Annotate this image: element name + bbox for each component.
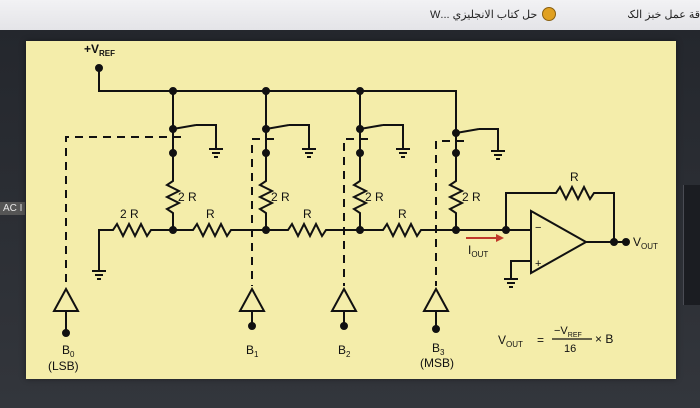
svg-text:=: =	[537, 333, 544, 347]
resistor-2r-b3	[447, 153, 465, 230]
opamp-minus: −	[535, 222, 541, 234]
input-note-b0: (LSB)	[48, 359, 79, 373]
switch-ground-icons	[209, 148, 505, 160]
buffer-b3	[422, 286, 450, 312]
opamp-plus: +	[535, 258, 541, 270]
label-r-1: R	[206, 207, 215, 221]
feedback-resistor	[505, 184, 615, 242]
bookmark-label: حل كتاب الانجليزي ...W	[430, 8, 538, 21]
label-r-3: R	[398, 207, 407, 221]
noninverting-ground-icon	[504, 278, 518, 288]
supply-rail	[98, 68, 457, 133]
svg-text:VOUT: VOUT	[498, 333, 523, 349]
browser-bookmarks-bar: حل كتاب الانجليزي ...W قة عمل خبز الكي..…	[0, 0, 700, 31]
supply-label: +VREF	[84, 42, 115, 58]
input-note-b3: (MSB)	[420, 356, 454, 370]
input-buffers	[52, 286, 450, 337]
switch-b2	[356, 124, 404, 157]
resistor-2r-b2	[351, 153, 369, 230]
bookmark-icon	[542, 7, 557, 21]
transfer-formula: VOUT = −VREF 16 × B	[498, 325, 613, 355]
input-label-b0: B0	[62, 343, 75, 359]
diagram-panel	[26, 41, 676, 379]
switch-b3	[452, 128, 499, 157]
bookmark-bread-recipe[interactable]: قة عمل خبز الكي...	[628, 4, 700, 24]
switch-control-lines	[65, 136, 464, 286]
right-edge-strip	[683, 185, 700, 305]
label-r-2: R	[303, 207, 312, 221]
buffer-b2	[330, 286, 358, 312]
input-label-b3: B3	[432, 341, 445, 357]
switch-b0	[169, 124, 217, 157]
termination-ground-icon	[92, 270, 106, 280]
label-feedback-r: R	[570, 170, 579, 184]
buffer-b1	[238, 286, 266, 312]
label-2r-b0: 2 R	[178, 190, 197, 204]
op-amp	[530, 209, 589, 275]
ladder-rail	[98, 221, 531, 271]
resistor-2r-b0	[164, 153, 182, 230]
current-label: IOUT	[468, 243, 488, 259]
output-label: VOUT	[633, 235, 658, 251]
label-2r-b2: 2 R	[365, 190, 384, 204]
bookmark-label: قة عمل خبز الكي...	[628, 8, 700, 21]
buffer-b0	[52, 286, 80, 312]
bookmark-english-book[interactable]: حل كتاب الانجليزي ...W	[430, 4, 557, 24]
resistor-2r-b1	[257, 153, 275, 230]
input-label-b1: B1	[246, 343, 259, 359]
input-label-b2: B2	[338, 343, 351, 359]
left-edge-label: AC I	[0, 202, 26, 215]
switch-b1	[262, 124, 310, 157]
svg-text:−VREF: −VREF	[554, 325, 582, 339]
current-arrow-icon	[466, 234, 504, 242]
label-2r-b1: 2 R	[271, 190, 290, 204]
label-2r-termination: 2 R	[120, 207, 139, 221]
svg-text:× B: × B	[595, 332, 613, 346]
svg-text:16: 16	[564, 343, 576, 355]
dac-circuit-diagram: +VREF 2 R 2 R 2 R 2 R 2 R R R R R IOUT −…	[48, 42, 658, 373]
label-2r-b3: 2 R	[462, 190, 481, 204]
noninverting-ground-line	[510, 260, 531, 279]
